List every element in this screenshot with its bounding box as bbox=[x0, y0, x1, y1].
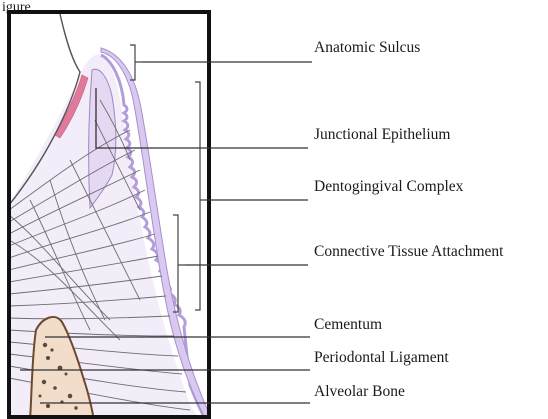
label-alveolar-bone: Alveolar Bone bbox=[314, 383, 405, 400]
dentogingival-brace bbox=[195, 82, 206, 310]
illustration bbox=[9, 14, 212, 419]
label-dentogingival-complex: Dentogingival Complex bbox=[314, 178, 464, 195]
label-cementum: Cementum bbox=[314, 316, 382, 333]
label-anatomic-sulcus: Anatomic Sulcus bbox=[314, 39, 420, 56]
label-periodontal-ligament: Periodontal Ligament bbox=[314, 349, 449, 366]
sulcus-brace bbox=[130, 45, 142, 80]
label-connective-tissue-attachment: Connective Tissue Attachment bbox=[314, 243, 504, 260]
label-junctional-epithelium: Junctional Epithelium bbox=[314, 126, 450, 143]
